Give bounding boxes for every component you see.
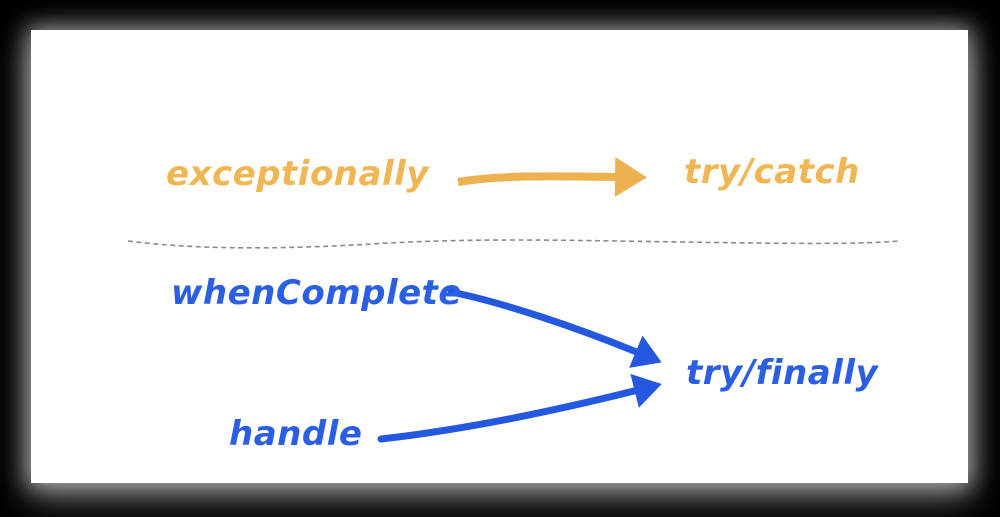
label-try-finally: try/finally	[686, 353, 879, 393]
label-exceptionally: exceptionally	[166, 154, 429, 194]
arrow-when-complete-to-try-finally	[447, 288, 662, 368]
divider-dashed-line	[127, 239, 900, 249]
label-try-catch: try/catch	[684, 152, 860, 192]
arrow-exceptionally-to-try-catch	[457, 156, 647, 197]
label-handle: handle	[229, 414, 363, 454]
label-when-complete: whenComplete	[171, 273, 462, 313]
arrow-handle-to-try-finally	[377, 373, 662, 443]
slide-canvas: exceptionally try/catch whenComplete han…	[31, 30, 968, 483]
